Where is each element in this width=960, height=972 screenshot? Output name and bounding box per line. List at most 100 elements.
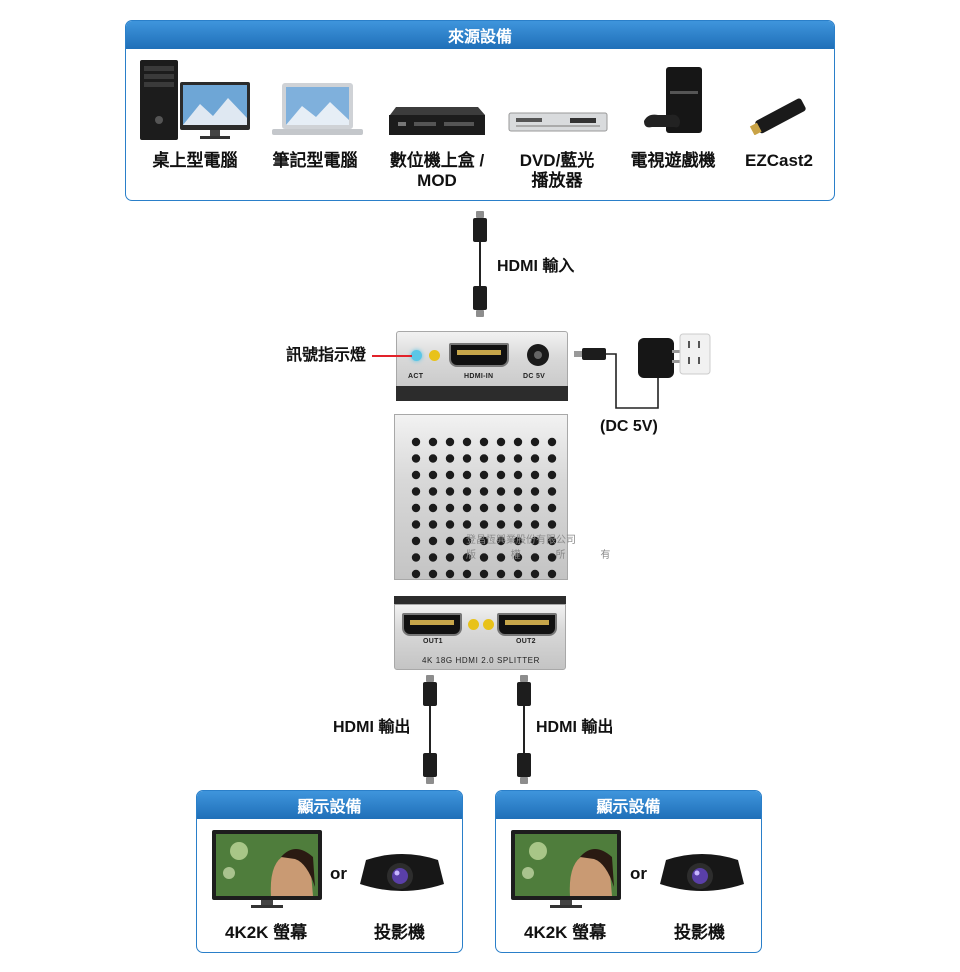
signal-led-pointer (372, 355, 412, 357)
act-port-label: ACT (408, 373, 424, 380)
vent-hole (462, 437, 472, 447)
vent-hole (428, 437, 438, 447)
vent-hole (530, 553, 540, 562)
vent-hole (547, 553, 557, 562)
display-panel-1-title: 顯示設備 (197, 791, 462, 819)
vent-hole (445, 454, 455, 463)
vent-hole (513, 553, 523, 562)
vent-hole (445, 437, 455, 447)
vent-hole (428, 487, 438, 496)
vent-hole (496, 437, 506, 447)
vent-hole (513, 487, 523, 496)
hdmi-input-cable (479, 242, 481, 287)
out1-port-label: OUT1 (423, 638, 443, 645)
vent-hole (496, 553, 506, 562)
device-label-ezcast: EZCast2 (744, 151, 814, 170)
tv-4k2k-icon (511, 830, 621, 908)
set-top-box-icon (389, 107, 485, 135)
vent-hole (428, 470, 438, 480)
display-panel-2-title: 顯示設備 (496, 791, 761, 819)
hdmi-output-cable-2 (523, 706, 525, 754)
vent-hole (530, 503, 540, 513)
vent-hole (479, 437, 489, 447)
watermark-line-1: 登昌恆興業股份有限公司 (466, 535, 576, 546)
vent-hole (411, 470, 421, 480)
vent-hole (462, 553, 472, 562)
hdmi-output-plug-2-top (517, 675, 531, 706)
hdmi-output-cable-1 (429, 706, 431, 754)
vent-hole (462, 520, 472, 529)
source-panel-title: 來源設備 (126, 21, 834, 49)
vent-hole (462, 454, 472, 463)
vent-hole (462, 487, 472, 496)
projector-label-2: 投影機 (674, 923, 725, 942)
vent-hole (547, 520, 557, 529)
vent-hole (547, 454, 557, 463)
vent-hole (445, 520, 455, 529)
game-console-icon (644, 67, 702, 133)
device-label-laptop: 筆記型電腦 (272, 151, 358, 170)
vent-hole (513, 454, 523, 463)
vent-hole (462, 536, 472, 546)
act-led (411, 350, 422, 361)
vent-hole (496, 520, 506, 529)
or-label-1: or (330, 864, 347, 883)
vent-hole (428, 553, 438, 562)
tv-label-2: 4K2K 螢幕 (524, 923, 607, 942)
vent-hole (411, 553, 421, 562)
vent-hole (445, 487, 455, 496)
out2-port-label: OUT2 (516, 638, 536, 645)
hdmi-input-label: HDMI 輸入 (497, 258, 575, 275)
dvd-player-icon (508, 112, 608, 132)
vent-hole (445, 503, 455, 513)
laptop-icon (272, 83, 363, 135)
splitter-watermark: 登昌恆興業股份有限公司 版 權 所 有 (466, 533, 627, 563)
signal-led-label: 訊號指示燈 (286, 347, 367, 364)
vent-hole (479, 569, 489, 579)
splitter-output-base (394, 596, 566, 606)
projector-icon (660, 854, 744, 891)
hdmi-output-label-1: HDMI 輸出 (333, 719, 411, 736)
vent-hole (411, 569, 421, 579)
vent-hole (479, 536, 489, 546)
vent-hole (530, 569, 540, 579)
vent-hole (428, 503, 438, 513)
device-label-game-console: 電視遊戲機 (630, 151, 716, 170)
vent-hole (428, 454, 438, 463)
vent-hole (530, 536, 540, 546)
splitter-model-text: 4K 18G HDMI 2.0 SPLITTER (422, 656, 540, 665)
watermark-line-2: 版 權 所 有 (466, 550, 627, 561)
vent-hole (428, 569, 438, 579)
out2-led (483, 619, 494, 630)
vent-hole (462, 470, 472, 480)
vent-hole (462, 569, 472, 579)
vent-hole (547, 470, 557, 480)
out1-led (468, 619, 479, 630)
hdmi-in-port-label: HDMI-IN (464, 373, 494, 380)
vent-hole (513, 437, 523, 447)
hdmi-in-port (449, 343, 509, 367)
vent-hole (547, 503, 557, 513)
vent-hole (547, 487, 557, 496)
device-label-dvd-player: DVD/藍光 播放器 (519, 151, 595, 190)
vent-hole (428, 520, 438, 529)
power-label: (DC 5V) (600, 418, 658, 435)
desktop-pc-icon (140, 60, 250, 140)
vent-hole (462, 503, 472, 513)
hdmi-input-plug-top (473, 211, 487, 242)
ezcast-dongle-icon (749, 98, 806, 135)
vent-hole (513, 569, 523, 579)
vent-hole (496, 487, 506, 496)
vent-hole (547, 437, 557, 447)
hdmi-input-plug-bottom (473, 286, 487, 317)
vent-hole (496, 454, 506, 463)
vent-hole (530, 520, 540, 529)
vent-hole (496, 470, 506, 480)
hdmi-output-label-2: HDMI 輸出 (536, 719, 614, 736)
hdmi-output-plug-1-top (423, 675, 437, 706)
vent-hole (530, 487, 540, 496)
power-led (429, 350, 440, 361)
vent-hole (530, 470, 540, 480)
vent-hole (513, 503, 523, 513)
vent-hole (547, 569, 557, 579)
